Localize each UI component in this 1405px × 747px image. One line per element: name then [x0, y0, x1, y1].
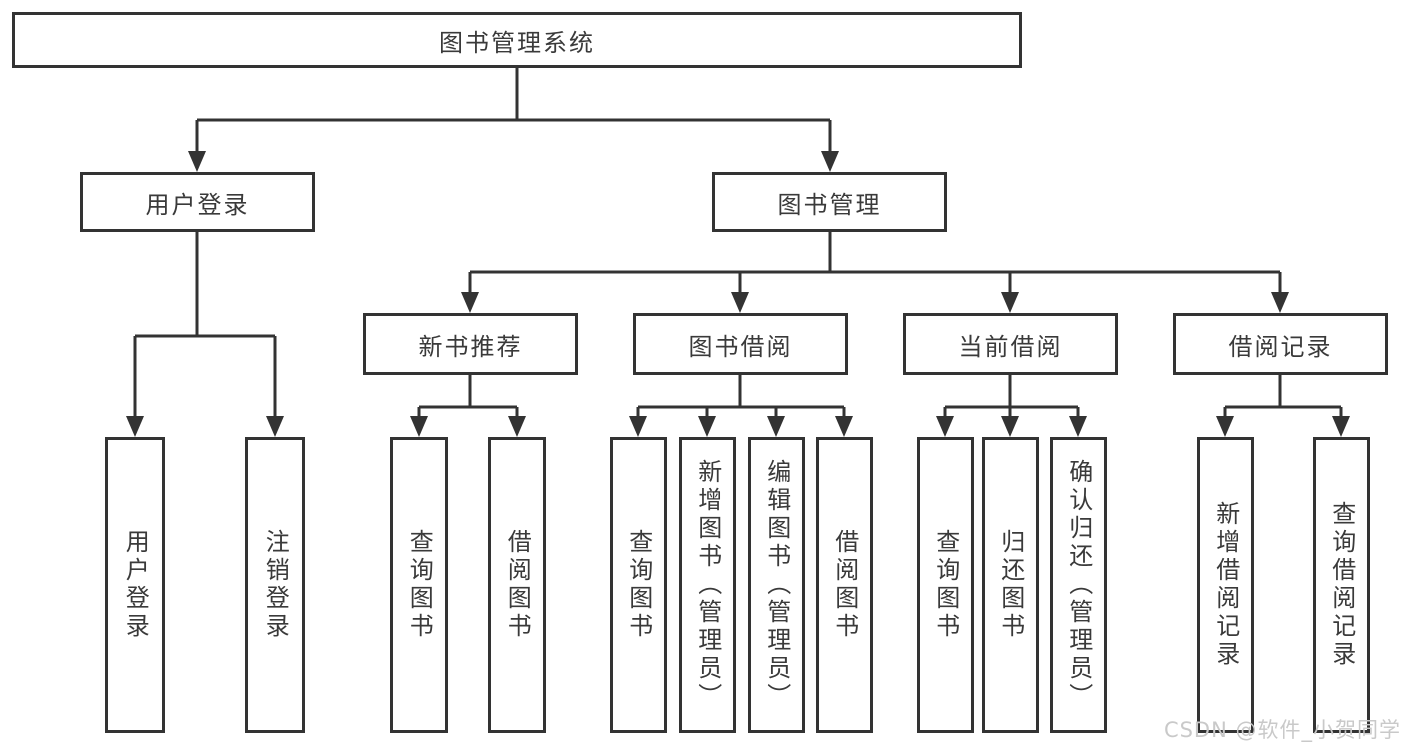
leaf-rec-borrow-books: 借阅图书: [488, 437, 546, 733]
node-label: 借阅图书: [830, 529, 859, 641]
arrowhead: [410, 416, 428, 437]
arrowhead: [126, 416, 144, 437]
arrowhead: [1271, 292, 1289, 313]
leaf-current-return-books: 归还图书: [982, 437, 1039, 733]
leaf-records-add-record: 新增借阅记录: [1197, 437, 1254, 733]
node-borrow-records: 借阅记录: [1173, 313, 1388, 375]
arrowhead: [835, 416, 853, 437]
node-new-book-recommend: 新书推荐: [363, 313, 578, 375]
node-book-management: 图书管理: [712, 172, 947, 232]
arrowhead: [1001, 416, 1019, 437]
arrowhead: [698, 416, 716, 437]
arrowhead: [1001, 292, 1019, 313]
node-label: 新增图书（管理员）: [693, 459, 722, 711]
node-label: 查询图书: [931, 529, 960, 641]
node-label: 借阅图书: [503, 529, 532, 641]
node-label: 查询借阅记录: [1327, 501, 1356, 669]
node-current-borrowing: 当前借阅: [903, 313, 1118, 375]
arrowhead: [821, 151, 839, 172]
arrowhead: [767, 416, 785, 437]
arrowhead: [936, 416, 954, 437]
connector-current-to-leaves: [936, 375, 1087, 437]
connector-login-to-leaves: [126, 232, 284, 437]
connector-rec-to-leaves: [410, 375, 526, 437]
leaf-logout: 注销登录: [245, 437, 305, 733]
connector-mgmt-to-level3: [461, 232, 1289, 313]
leaf-borrow-query-books: 查询图书: [610, 437, 667, 733]
arrowhead: [266, 416, 284, 437]
node-label: 查询图书: [624, 529, 653, 641]
node-label: 用户登录: [121, 529, 150, 641]
arrowhead: [1069, 416, 1087, 437]
leaf-current-confirm-return-admin: 确认归还（管理员）: [1050, 437, 1107, 733]
leaf-user-login: 用户登录: [105, 437, 165, 733]
node-label: 图书管理系统: [439, 28, 595, 57]
arrowhead: [461, 292, 479, 313]
arrowhead: [1216, 416, 1234, 437]
node-label: 图书借阅: [688, 332, 793, 361]
connector-records-to-leaves: [1216, 375, 1350, 437]
node-book-borrowing: 图书借阅: [633, 313, 848, 375]
leaf-rec-query-books: 查询图书: [390, 437, 448, 733]
node-label: 新书推荐: [418, 332, 523, 361]
node-user-login: 用户登录: [80, 172, 315, 232]
node-label: 确认归还（管理员）: [1064, 459, 1093, 711]
leaf-borrow-borrow-books: 借阅图书: [816, 437, 873, 733]
node-label: 新增借阅记录: [1211, 501, 1240, 669]
csdn-watermark: CSDN @软件_小贺同学: [1163, 718, 1401, 742]
node-label: 归还图书: [996, 529, 1025, 641]
node-library-system: 图书管理系统: [12, 12, 1022, 68]
leaf-borrow-add-books-admin: 新增图书（管理员）: [679, 437, 736, 733]
arrowhead: [1332, 416, 1350, 437]
leaf-current-query-books: 查询图书: [917, 437, 974, 733]
arrowhead: [629, 416, 647, 437]
node-label: 图书管理: [777, 190, 882, 219]
node-label: 编辑图书（管理员）: [762, 459, 791, 711]
node-label: 借阅记录: [1228, 332, 1333, 361]
arrowhead: [731, 292, 749, 313]
connector-borrow-to-leaves: [629, 375, 853, 437]
leaf-records-query-record: 查询借阅记录: [1313, 437, 1370, 733]
arrowhead: [508, 416, 526, 437]
node-label: 注销登录: [261, 529, 290, 641]
node-label: 用户登录: [145, 190, 250, 219]
connector-root-to-level2: [188, 68, 839, 172]
node-label: 当前借阅: [958, 332, 1063, 361]
leaf-borrow-edit-books-admin: 编辑图书（管理员）: [748, 437, 805, 733]
arrowhead: [188, 151, 206, 172]
node-label: 查询图书: [405, 529, 434, 641]
